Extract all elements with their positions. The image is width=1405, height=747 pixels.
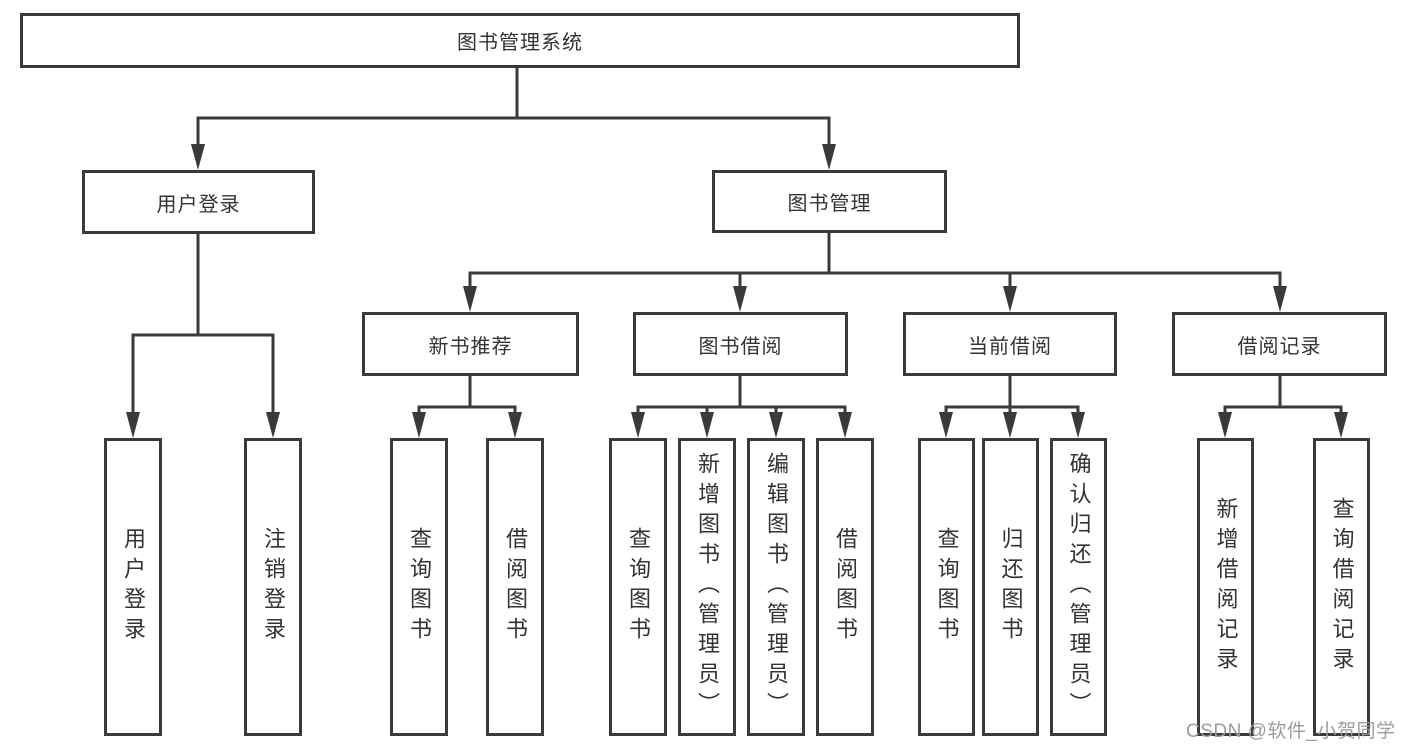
edge-user-login-children <box>126 234 280 438</box>
node-new-book-recommend: 新书推荐 <box>362 312 579 376</box>
node-label: 查询图书 <box>407 527 432 647</box>
leaf-add-borrow-record: 新增借阅记录 <box>1197 438 1254 736</box>
leaf-borrow-book-newbook: 借阅图书 <box>486 438 544 736</box>
edge-new-book-children <box>412 376 522 438</box>
leaf-edit-book-admin: 编辑图书（管理员） <box>747 438 805 736</box>
edge-book-management-children <box>463 233 1287 312</box>
node-label: 新增借阅记录 <box>1213 497 1239 677</box>
node-label: 图书管理系统 <box>457 32 583 54</box>
node-label: 用户登录 <box>156 193 241 216</box>
node-label: 用户登录 <box>121 527 146 647</box>
leaf-query-borrow-record: 查询借阅记录 <box>1313 438 1370 736</box>
node-current-borrow: 当前借阅 <box>903 312 1117 376</box>
node-label: 图书借阅 <box>698 335 783 358</box>
leaf-logout: 注销登录 <box>244 438 302 736</box>
edge-borrow-record-children <box>1218 376 1348 438</box>
node-label: 注销登录 <box>261 527 286 647</box>
edge-root-to-level2 <box>191 68 836 170</box>
node-book-borrow: 图书借阅 <box>633 312 848 376</box>
leaf-query-book-newbook: 查询图书 <box>390 438 448 736</box>
node-label: 归还图书 <box>998 527 1024 647</box>
node-label: 确认归还（管理员） <box>1066 452 1092 722</box>
node-label: 新增图书（管理员） <box>695 452 720 722</box>
node-label: 借阅图书 <box>833 527 858 647</box>
leaf-borrow-book-borrow: 借阅图书 <box>816 438 874 736</box>
node-label: 查询图书 <box>626 527 651 647</box>
edge-book-borrow-children <box>631 376 852 438</box>
leaf-user-login: 用户登录 <box>104 438 162 736</box>
node-library-system: 图书管理系统 <box>20 13 1020 68</box>
node-book-management: 图书管理 <box>712 170 947 233</box>
leaf-return-book: 归还图书 <box>982 438 1039 736</box>
node-label: 图书管理 <box>787 193 872 215</box>
leaf-query-book-borrow: 查询图书 <box>609 438 667 736</box>
leaf-query-book-current: 查询图书 <box>918 438 975 736</box>
node-user-login: 用户登录 <box>82 170 315 234</box>
node-label: 查询借阅记录 <box>1329 497 1355 677</box>
node-borrow-record: 借阅记录 <box>1172 312 1387 376</box>
edge-current-borrow-children <box>939 376 1085 438</box>
watermark: CSDN @软件_小贺同学 <box>1186 721 1396 742</box>
leaf-confirm-return-admin: 确认归还（管理员） <box>1050 438 1107 736</box>
node-label: 借阅记录 <box>1237 335 1322 358</box>
node-label: 当前借阅 <box>968 335 1052 358</box>
node-label: 编辑图书（管理员） <box>764 452 789 722</box>
leaf-add-book-admin: 新增图书（管理员） <box>678 438 736 736</box>
node-label: 借阅图书 <box>503 527 528 647</box>
node-label: 查询图书 <box>934 527 960 647</box>
node-label: 新书推荐 <box>428 335 513 358</box>
